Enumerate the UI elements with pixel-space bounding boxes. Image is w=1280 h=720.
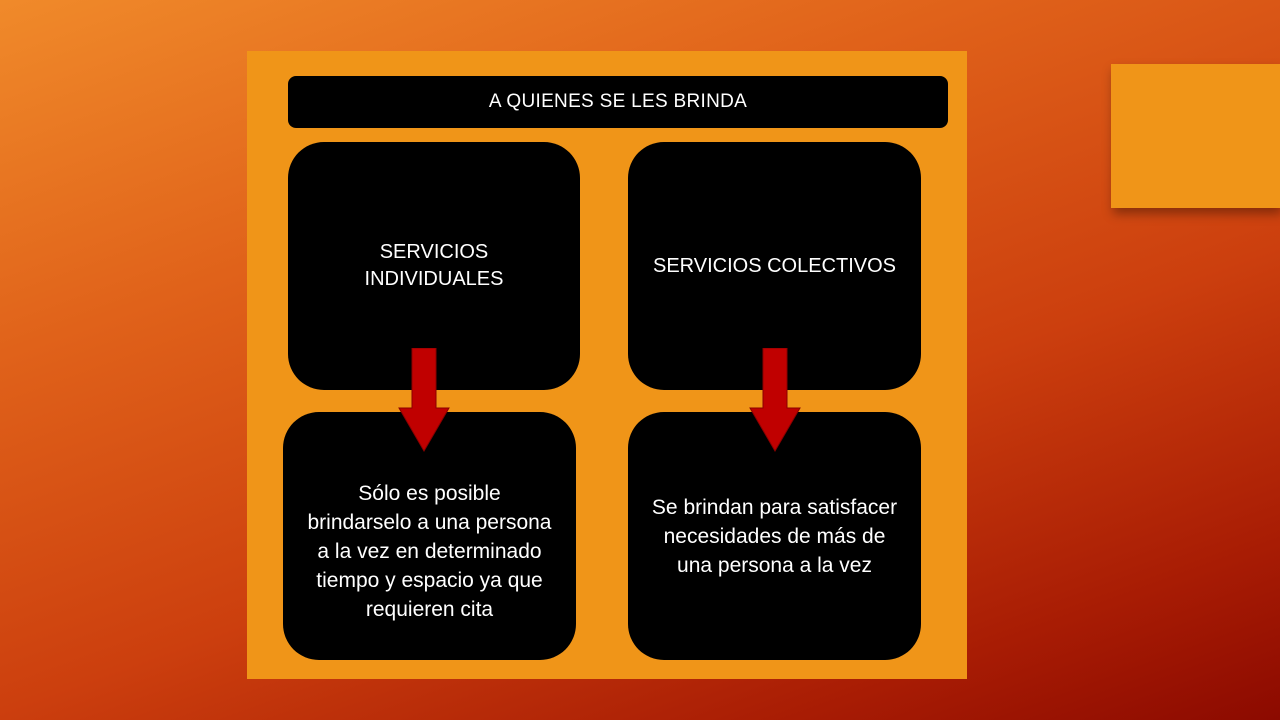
down-arrow-icon-left [398,348,450,452]
box-servicios-individuales-label: SERVICIOS INDIVIDUALES [364,241,504,290]
box-individual-description-text: Sólo es posible brindarselo a una person… [307,481,552,621]
box-individual-description: Sólo es posible brindarselo a una person… [283,412,576,660]
down-arrow-icon-right [749,348,801,452]
box-colectivo-description-text: Se brindan para satisfacer necesidades d… [651,495,898,577]
box-colectivo-description: Se brindan para satisfacer necesidades d… [628,412,921,660]
diagram-title: A QUIENES SE LES BRINDA [288,76,948,128]
box-servicios-colectivos-label: SERVICIOS COLECTIVOS [652,254,897,277]
decorative-corner-square [1111,64,1280,208]
